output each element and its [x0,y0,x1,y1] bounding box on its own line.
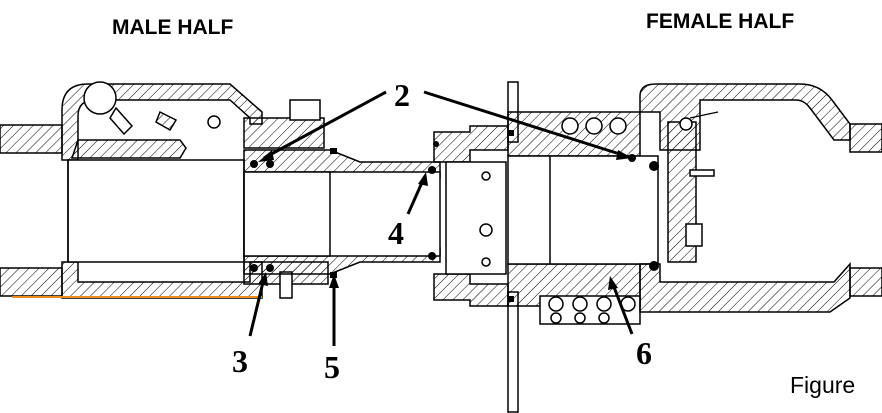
female-casing-bottom [639,262,851,313]
female-flange-top [433,125,509,163]
male-lever [70,139,187,159]
female-o-rings [433,130,659,302]
callout-3: 3 [232,343,248,379]
callout-4: 4 [388,215,404,251]
male-inner-chamber [67,159,245,263]
male-body [0,81,441,299]
female-inlet-bore [445,161,507,275]
female-pipe-thread-bottom [849,267,882,297]
female-pipe-thread-top [849,123,882,153]
male-lever-ball [83,81,117,115]
callout-leaders [248,90,634,346]
male-pipe-thread-bottom [0,267,63,297]
male-casing-bottom [61,261,263,299]
female-half-heading: FEMALE HALF [646,10,795,33]
callout-6: 6 [636,335,652,371]
male-bore [243,171,441,257]
female-bore [507,155,659,265]
callout-5: 5 [324,349,340,385]
male-o-rings [250,148,436,278]
figure-caption: Figure [790,372,856,398]
callout-2: 2 [394,77,410,113]
male-pipe-thread-top [0,124,63,154]
female-flange-bottom [433,273,509,307]
female-spring-top [561,117,627,135]
female-body [433,83,882,325]
male-half-heading: MALE HALF [112,16,234,39]
